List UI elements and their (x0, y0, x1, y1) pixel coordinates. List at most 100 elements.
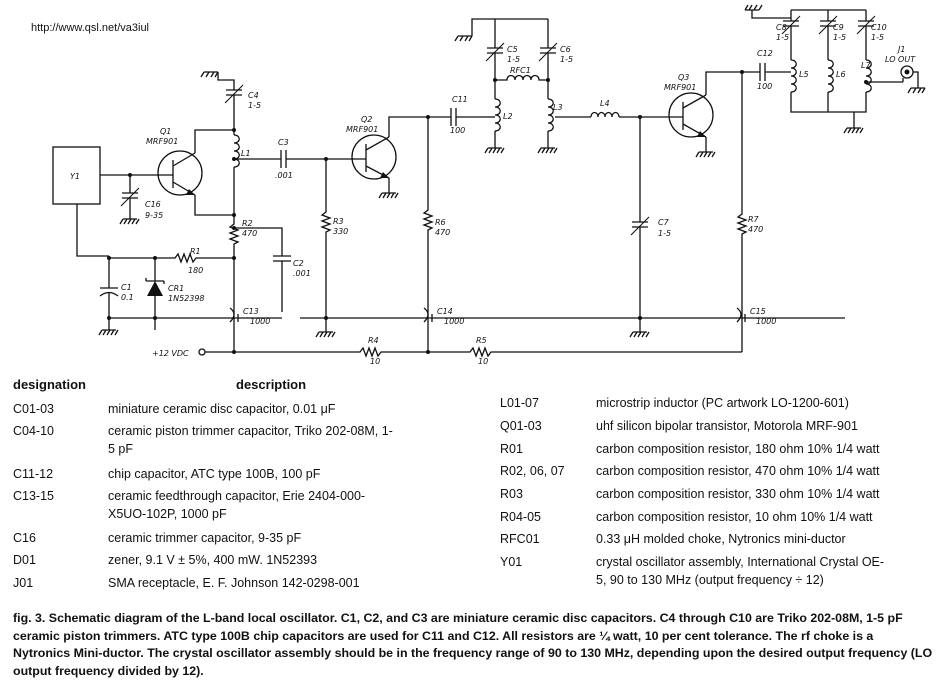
svg-text:R3: R3 (333, 217, 344, 226)
svg-text:Y1: Y1 (70, 172, 80, 181)
feedthrough-c14: C14 1000 (423, 307, 464, 326)
designation: R03 (500, 487, 523, 501)
svg-text:180: 180 (188, 266, 203, 275)
svg-text:R6: R6 (435, 218, 446, 227)
designation: D01 (13, 553, 36, 567)
figure-caption: fig. 3. Schematic diagram of the L-band … (13, 611, 933, 678)
svg-text:C1: C1 (121, 283, 132, 292)
svg-text:L6: L6 (836, 70, 846, 79)
svg-text:470: 470 (435, 228, 450, 237)
svg-text:100: 100 (757, 82, 772, 91)
svg-text:C9: C9 (833, 23, 844, 32)
choke-rfc1: RFC1 (495, 66, 548, 81)
resistor-r5: R5 10 (476, 336, 488, 366)
trimmer-c9: C9 1-5 (818, 15, 846, 42)
svg-text:10: 10 (370, 357, 380, 366)
designation: C11-12 (13, 467, 54, 481)
svg-text:1-5: 1-5 (871, 33, 884, 42)
svg-text:LO OUT: LO OUT (885, 55, 916, 64)
svg-text:10: 10 (478, 357, 488, 366)
svg-text:1000: 1000 (444, 317, 464, 326)
trimmer-c4: C4 1-5 (200, 71, 261, 110)
svg-text:L3: L3 (553, 103, 563, 112)
svg-text:1-5: 1-5 (833, 33, 846, 42)
svg-text:9-35: 9-35 (145, 211, 163, 220)
svg-text:0.1: 0.1 (121, 293, 134, 302)
capacitor-c2: C2 .001 (234, 227, 311, 312)
description-cont: X5UO-102P, 1000 pF (108, 507, 227, 521)
description: SMA receptacle, E. F. Johnson 142-0298-0… (108, 576, 360, 590)
trimmer-c8: C8 1-5 (776, 15, 801, 42)
capacitor-c1: C1 0.1 (98, 258, 134, 336)
svg-text:R5: R5 (476, 336, 487, 345)
svg-text:R1: R1 (190, 247, 201, 256)
svg-text:L7: L7 (861, 61, 871, 70)
svg-text:C6: C6 (560, 45, 571, 54)
designation: Q01-03 (500, 419, 542, 433)
svg-text:C15: C15 (750, 307, 766, 316)
svg-text:R4: R4 (368, 336, 379, 345)
inductor-l5: L5 (790, 59, 809, 93)
description: ceramic feedthrough capacitor, Erie 2404… (108, 489, 366, 503)
svg-text:CR1: CR1 (168, 284, 184, 293)
svg-text:C8: C8 (776, 23, 787, 32)
resistor-r7: R7 470 (736, 72, 763, 352)
svg-text:L1: L1 (241, 149, 251, 158)
schematic-diagram: http://www.qsl.net/va3iul Y1 C16 9-35 Q1… (31, 4, 926, 366)
svg-text:1-5: 1-5 (776, 33, 789, 42)
description: ceramic piston trimmer capacitor, Triko … (108, 424, 393, 438)
svg-text:1-5: 1-5 (507, 55, 520, 64)
description: uhf silicon bipolar transistor, Motorola… (596, 419, 858, 433)
svg-text:1N52398: 1N52398 (168, 294, 205, 303)
svg-text:MRF901: MRF901 (664, 83, 696, 92)
capacitor-c12: C12 100 (757, 49, 773, 91)
description: 0.33 μH molded choke, Nytronics mini-duc… (596, 532, 846, 546)
capacitor-c11: C11 100 (450, 95, 468, 135)
source-url: http://www.qsl.net/va3iul (31, 22, 149, 34)
svg-text:+12 VDC: +12 VDC (152, 349, 189, 358)
svg-text:330: 330 (333, 227, 348, 236)
svg-text:MRF901: MRF901 (346, 125, 378, 134)
feedthrough-c15: C15 1000 (736, 307, 776, 326)
svg-text:Q1: Q1 (160, 127, 171, 136)
designation: C16 (13, 531, 36, 545)
svg-text:1-5: 1-5 (658, 229, 671, 238)
designation: R01 (500, 442, 523, 456)
description-cont: 5 pF (108, 442, 134, 456)
inductor-l7: L7 (861, 59, 872, 93)
svg-text:Q2: Q2 (361, 115, 372, 124)
inductor-l1: L1 (233, 134, 251, 168)
connector-j1: J1 LO OUT (885, 45, 926, 94)
svg-text:C10: C10 (871, 23, 887, 32)
designation: C13-15 (13, 489, 54, 503)
column-header-designation: designation (13, 377, 86, 392)
description: microstrip inductor (PC artwork LO-1200-… (596, 396, 849, 410)
designation: RFC01 (500, 532, 540, 546)
trimmer-c6: C6 1-5 (538, 42, 573, 64)
svg-text:.001: .001 (275, 171, 293, 180)
svg-text:1-5: 1-5 (560, 55, 573, 64)
trimmer-c10: C10 1-5 (856, 15, 887, 42)
column-header-description: description (236, 377, 307, 392)
description: zener, 9.1 V ± 5%, 400 mW. 1N52393 (108, 553, 318, 567)
description-cont: 5, 90 to 130 MHz (output frequency ÷ 12) (596, 573, 824, 587)
feedthrough-c13: C13 1000 (229, 307, 270, 326)
designation: J01 (13, 576, 34, 590)
resistor-r3: R3 330 (320, 159, 348, 318)
svg-text:C12: C12 (757, 49, 773, 58)
designation: C01-03 (13, 402, 54, 416)
svg-text:R7: R7 (748, 215, 760, 224)
description: chip capacitor, ATC type 100B, 100 pF (108, 467, 321, 481)
inductor-l6: L6 (827, 59, 846, 93)
resistor-r1: R1 180 (108, 247, 234, 275)
svg-text:L4: L4 (600, 99, 610, 108)
svg-text:R2: R2 (242, 219, 253, 228)
description: carbon composition resistor, 10 ohm 10% … (596, 510, 873, 524)
svg-text:Q3: Q3 (678, 73, 689, 82)
resistor-r4: R4 10 (368, 336, 380, 366)
svg-text:1000: 1000 (756, 317, 776, 326)
svg-text:C13: C13 (243, 307, 259, 316)
description: carbon composition resistor, 470 ohm 10%… (596, 464, 880, 478)
svg-text:C3: C3 (278, 138, 289, 147)
description: miniature ceramic disc capacitor, 0.01 μ… (108, 402, 336, 416)
